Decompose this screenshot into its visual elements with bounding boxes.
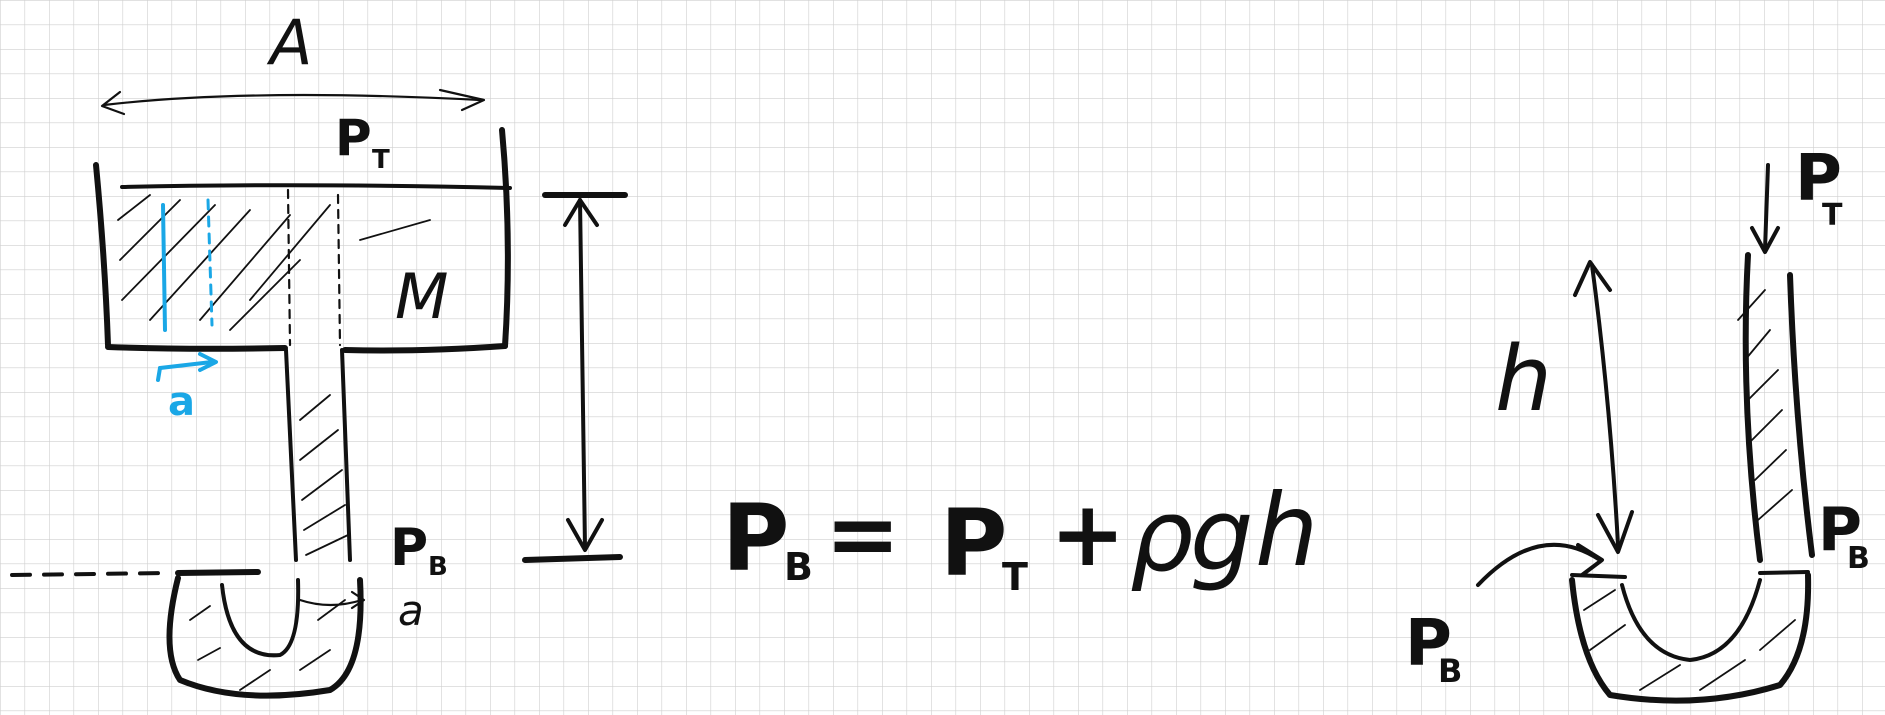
label-p-bottom-right-tube: P (1818, 495, 1862, 565)
height-dimension-left (522, 192, 628, 563)
u-bend-hatching (189, 599, 346, 691)
container-wall-right (499, 127, 511, 349)
label-p-top-right-sub: T (1822, 198, 1843, 233)
fluid-surface (120, 183, 512, 190)
eq-rho: ρ (1130, 477, 1193, 594)
eq-equals: = (825, 482, 900, 587)
eq-h: h (1255, 472, 1318, 589)
right-u-top-right (1758, 570, 1810, 575)
label-p-bottom-right-tube-sub: B (1847, 541, 1870, 576)
right-u-inner (1620, 578, 1762, 662)
eq-rhs-p-sub: T (1002, 555, 1028, 599)
right-tube-right-wall (1787, 272, 1815, 558)
eq-lhs-sub: B (784, 545, 813, 589)
right-u-outer (1569, 572, 1812, 704)
container-wall-left (93, 162, 111, 348)
container-bottom-left (105, 344, 288, 352)
u-bend-outer (166, 575, 364, 699)
label-area: A (266, 6, 312, 79)
u-bend-inner (220, 578, 301, 658)
eq-rhs-p: P (940, 490, 1007, 597)
eq-lhs: P (722, 485, 789, 592)
label-p-top-left-sub: T (372, 145, 390, 175)
reference-line (10, 571, 172, 577)
label-height: h (1495, 327, 1552, 432)
height-arrow-right (1590, 263, 1620, 547)
blue-annotation (156, 198, 218, 382)
label-a-black: a (398, 586, 424, 635)
tube-wall-right (340, 348, 352, 562)
dimension-arrow-a (100, 88, 486, 116)
label-p-bottom-right-left: P (1405, 607, 1452, 681)
eq-g: g (1190, 477, 1253, 594)
tube-hatching (299, 394, 349, 556)
label-p-top-left: P (335, 109, 372, 167)
right-u-top-left (1570, 573, 1627, 579)
label-p-top-right: P (1795, 142, 1842, 216)
right-tube-hatching (1737, 289, 1793, 521)
right-u-hatching (1583, 589, 1796, 691)
right-apparatus: h P T (1405, 142, 1870, 704)
label-p-bottom-right-left-sub: B (1438, 652, 1462, 690)
container-bottom-right (342, 343, 508, 354)
u-bend-top-left (175, 569, 261, 576)
label-p-bottom-left-sub: B (428, 552, 448, 582)
label-a-blue: a (168, 379, 195, 425)
label-p-bottom-left: P (390, 518, 428, 578)
eq-plus: + (1050, 482, 1125, 587)
right-tube-left-wall (1742, 252, 1763, 563)
left-apparatus: A P T M (10, 6, 628, 699)
tube-wall-left (284, 348, 298, 562)
label-mass: M (395, 260, 449, 333)
equation: P B = P T + ρ g h (722, 472, 1318, 599)
